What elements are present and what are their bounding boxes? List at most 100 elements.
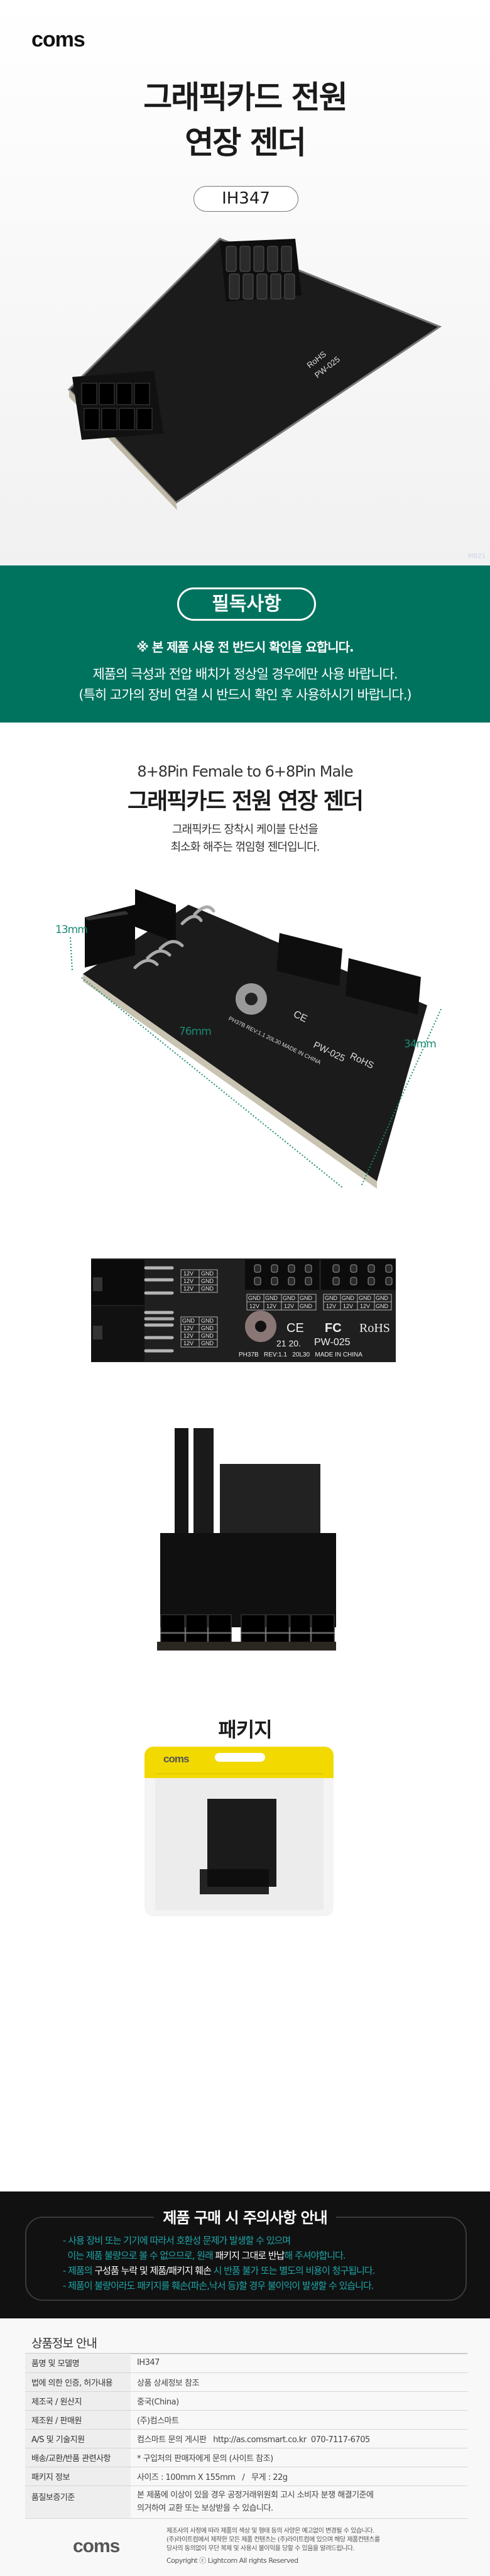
dimension-width: 34mm [404,1038,437,1051]
table-row: 배송/교환/반품 관련사항 * 구입처의 판매자에게 문의 (사이트 참조) [25,2448,467,2467]
row-label: 품질보증기준 [25,2486,131,2518]
watermark: MB21 [468,553,486,560]
female-connector-right [321,1260,396,1290]
row-value: (주)컴스마트 [137,2416,179,2426]
pin-label: GND [201,1340,214,1346]
connector-end-view-photo [157,1428,336,1651]
caution-line: 이는 제품 불량으로 볼 수 없으므로, 원래 패키지 그대로 반납해 주셔야합… [63,2249,346,2262]
pin-label: GND [300,1303,313,1309]
dimension-height: 13mm [55,924,88,936]
row-label: A/S 및 기술지원 [25,2429,131,2448]
notice-line2: (특히 고가의 장비 연결 시 반드시 확인 후 사용하시기 바랍니다.) [79,687,411,702]
pin-label: 12V [183,1325,193,1331]
date-code: 21 20. [276,1338,301,1348]
hero-section: coms 그래픽카드 전원 연장 젠더 IH347 R [0,0,490,565]
caution-highlight: 패키지 그대로 반납 [215,2250,285,2261]
pin-label: 12V [183,1340,193,1346]
pin-label: GND [283,1295,296,1301]
dimension-length: 76mm [179,1025,212,1038]
pin-label: 12V [183,1333,193,1339]
pin-label: GND [325,1295,338,1301]
row-value: 중국(China) [137,2397,179,2407]
male-connector-block [85,889,176,968]
row-value: 상품 상세정보 참조 [137,2378,199,2388]
model-badge: IH347 [193,186,298,212]
row-value: 컴스마트 문의 게시판 http://as.comsmart.co.kr 070… [137,2435,370,2445]
pcb-bottom-line: PH37B REV:1.1 20L30 MADE IN CHINA [239,1351,362,1358]
pin-label: GND [248,1295,261,1301]
caution-title: 제품 구매 시 주의사항 안내 [0,2205,490,2227]
pin-label: GND [201,1318,214,1324]
row-label: 배송/교환/반품 관련사항 [25,2448,131,2467]
pin-label: GND [201,1270,214,1277]
row-value: * 구입처의 판매자에게 문의 (사이트 참조) [137,2453,273,2464]
pin-label: GND [376,1303,389,1309]
notice-section: 필독사항 ※ 본 제품 사용 전 반드시 확인을 요합니다. 제품의 극성과 전… [0,565,490,723]
bent-pins [133,905,215,969]
hero-title-line1: 그래픽카드 전원 [143,79,347,116]
rohs-mark: RoHS [359,1321,390,1335]
package-logo: coms [163,1753,189,1765]
pin-label: GND [201,1333,214,1339]
intro-desc-line2: 최소화 해주는 꺾임형 젠더입니다. [170,841,320,854]
pin-label: GND [300,1295,313,1301]
pins [144,1266,174,1353]
pin-label: 12V [266,1303,276,1309]
pin-label: 12V [183,1285,193,1292]
caution-line: - 사용 장비 또는 기기에 따라서 호환성 문제가 발생할 수 있으며 [63,2234,291,2247]
pin-label: GND [359,1295,372,1301]
hero-title-line2: 연장 젠더 [185,124,306,161]
purchase-caution-section: 제품 구매 시 주의사항 안내 - 사용 장비 또는 기기에 따라서 호환성 문… [0,2191,490,2318]
pin-label: GND [201,1325,214,1331]
dimension-lines [70,937,442,1188]
footer-copyright: Copyright ⓒ Lightcom All rights Reserved [166,2557,298,2565]
row-label: 품명 및 모델명 [25,2354,131,2372]
hang-hole [215,1753,265,1762]
package-header [144,1747,334,1778]
row-value: 의거하여 교환 또는 보상받을 수 있습니다. [137,2504,273,2513]
pin-label: 12V [360,1303,370,1309]
hero-product-photo: RoHS PW-025 [67,237,442,510]
caution-text: 이는 제품 불량으로 볼 수 없으므로, 원래 [63,2250,215,2261]
caution-line: - 제품이 불량이라도 패키지를 훼손(파손,낙서 등)할 경우 불이익이 발생… [63,2279,374,2292]
pin-label: 12V [343,1303,353,1309]
table-row: 패키지 정보 사이즈 : 100mm X 155mm / 무게 : 22g [25,2467,467,2486]
row-label: 법에 의한 인증, 허가내용 [25,2372,131,2391]
table-row: 품질보증기준 본 제품에 이상이 있을 경우 공정거래위원회 고시 소비자 분쟁 … [25,2486,467,2518]
pcb-edge [83,974,377,1189]
footer-logo: coms [73,2536,120,2557]
caution-text: - 제품이 불량이라도 패키지를 훼손(파손,낙서 등)할 경우 불이익이 발생… [63,2280,374,2291]
pin-label: GND [201,1285,214,1292]
pin-label: 12V [326,1303,336,1309]
footer-notice-1: 제조사의 사정에 따라 제품의 색상 및 형태 등의 사양은 예고없이 변경될 … [166,2528,374,2535]
notice-line1: 제품의 극성과 전압 배치가 정상일 경우에만 사용 바랍니다. [92,667,398,682]
pin-label: GND [342,1295,355,1301]
row-label: 패키지 정보 [25,2467,131,2486]
row-value: 본 제품에 이상이 있을 경우 공정거래위원회 고시 소비자 분쟁 해결기준에 [137,2491,374,2500]
intro-desc-line1: 그래픽카드 장착시 케이블 단선을 [172,823,318,836]
pin-label: 12V [284,1303,294,1309]
pin-label: 12V [249,1303,259,1309]
fcc-mark: FC [325,1321,342,1335]
row-label: 제조국 / 원산지 [25,2391,131,2410]
info-heading: 상품정보 안내 [31,2337,97,2350]
female-connector-left [245,1260,319,1290]
ce-mark: CE [286,1321,304,1335]
caution-line: - 제품의 구성품 누락 및 제품/패키지 훼손 시 반품 불가 또는 별도의 … [63,2264,376,2277]
male-connector-6-8pin [72,371,163,440]
caution-text: 시 반품 불가 또는 별도의 비용이 청구됩니다. [210,2265,376,2276]
pcb-model-text: PW-025 [314,1337,351,1348]
dimension-diagram: CE PW-025 RoHS PH37B REV:1.1 20L30 MADE … [70,889,442,1189]
intro-title: 그래픽카드 전원 연장 젠더 [128,789,364,814]
connector-housing [160,1533,336,1627]
caution-text: - 제품의 [63,2265,95,2276]
row-value: 사이즈 : 100mm X 155mm / 무게 : 22g [137,2472,288,2482]
pin-label: GND [265,1295,278,1301]
pin-label: GND [201,1278,214,1284]
